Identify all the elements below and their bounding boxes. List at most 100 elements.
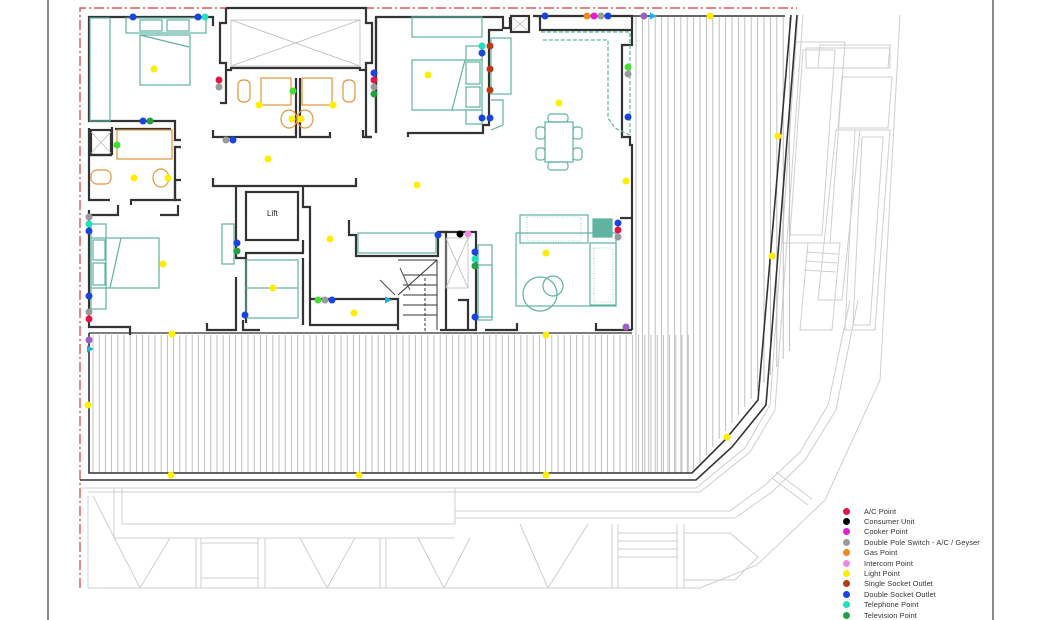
light-point-icon	[413, 181, 421, 189]
light-point-icon	[269, 284, 277, 292]
light-point-icon	[159, 260, 167, 268]
tele_tri-point-icon	[87, 345, 94, 353]
light-point-icon	[150, 65, 158, 73]
intercom-marker-icon	[843, 559, 850, 567]
double-point-icon	[604, 12, 612, 20]
television-marker-icon	[843, 611, 850, 619]
light-point-icon	[168, 330, 176, 338]
ac-point-icon	[85, 315, 93, 323]
legend-item-consumer: Consumer Unit	[843, 516, 1033, 526]
light-point-icon	[288, 115, 296, 123]
double-point-icon	[478, 114, 486, 122]
staircase	[379, 259, 438, 333]
dps-point-icon	[597, 12, 605, 20]
ac-point-icon	[614, 226, 622, 234]
legend-label: Light Point	[864, 569, 901, 579]
dps-point-icon	[624, 70, 632, 78]
single-marker-icon	[843, 580, 850, 588]
legend-label: Telephone Point	[864, 600, 919, 610]
tele_tri-point-icon	[385, 296, 392, 304]
double-point-icon	[471, 313, 479, 321]
light-point-icon	[622, 177, 630, 185]
double-point-icon	[614, 219, 622, 227]
gas-marker-icon	[843, 549, 850, 557]
telephone-point-icon	[478, 42, 486, 50]
legend-item-dps: Double Pole Switch - A/C / Geyser	[843, 537, 1033, 547]
legend-label: Cooker Point	[864, 527, 908, 537]
consumer-point-icon	[456, 230, 464, 238]
legend-label: Single Socket Outlet	[864, 579, 933, 589]
dps-point-icon	[85, 213, 93, 221]
sheet-border-right	[992, 0, 994, 620]
telephone-marker-icon	[843, 601, 850, 609]
light-point-icon	[706, 12, 714, 20]
light-point-icon	[768, 252, 776, 260]
double-point-icon	[486, 114, 494, 122]
light-point-icon	[542, 249, 550, 257]
lift-label: Lift	[267, 209, 278, 218]
light-point-icon	[555, 99, 563, 107]
legend-label: A/C Point	[864, 506, 897, 516]
light-point-icon	[542, 331, 550, 339]
walls	[87, 6, 634, 335]
legend-item-telephone: Telephone Point	[843, 600, 1033, 610]
site-boundary	[79, 7, 797, 588]
single-point-icon	[486, 42, 494, 50]
legend-label: Intercom Point	[864, 558, 914, 568]
tvgreen-point-icon	[624, 63, 632, 71]
furniture	[89, 16, 631, 321]
light-point-icon	[130, 174, 138, 182]
site-landscape	[80, 14, 901, 589]
single-point-icon	[486, 86, 494, 94]
dps-point-icon	[321, 296, 329, 304]
legend-label: Consumer Unit	[864, 517, 915, 527]
double-point-icon	[624, 113, 632, 121]
double-point-icon	[541, 12, 549, 20]
double-point-icon	[194, 13, 202, 21]
light-marker-icon	[843, 570, 850, 578]
television-point-icon	[370, 90, 378, 98]
legend-label: Double Pole Switch - A/C / Geyser	[864, 537, 980, 547]
light-point-icon	[326, 235, 334, 243]
legend-item-light: Light Point	[843, 568, 1033, 578]
double-point-icon	[370, 69, 378, 77]
dps-point-icon	[614, 233, 622, 241]
double-point-icon	[471, 248, 479, 256]
dps-point-icon	[370, 83, 378, 91]
legend-item-double: Double Socket Outlet	[843, 589, 1033, 599]
light-point-icon	[350, 309, 358, 317]
double-marker-icon	[843, 590, 850, 598]
legend-label: Gas Point	[864, 548, 898, 558]
television-point-icon	[233, 247, 241, 255]
light-point-icon	[164, 174, 172, 182]
legend-label: Double Socket Outlet	[864, 589, 936, 599]
double-point-icon	[233, 239, 241, 247]
single-point-icon	[486, 65, 494, 73]
tvgreen-point-icon	[314, 296, 322, 304]
light-point-icon	[264, 155, 272, 163]
cooker-point-icon	[590, 12, 598, 20]
double-point-icon	[478, 49, 486, 57]
terrace-decking	[92, 17, 791, 473]
light-point-icon	[424, 71, 432, 79]
legend-item-single: Single Socket Outlet	[843, 579, 1033, 589]
double-point-icon	[241, 311, 249, 319]
telephone-point-icon	[201, 13, 209, 21]
sofa-pattern	[526, 216, 614, 303]
dps-point-icon	[222, 136, 230, 144]
light-point-icon	[255, 101, 263, 109]
tvgreen-point-icon	[113, 141, 121, 149]
dps-point-icon	[85, 308, 93, 316]
double-point-icon	[229, 136, 237, 144]
intercom-point-icon	[464, 230, 472, 238]
intercom_purple-point-icon	[640, 12, 648, 20]
legend-item-ac: A/C Point	[843, 506, 1033, 516]
telephone-point-icon	[85, 220, 93, 228]
double-point-icon	[129, 13, 137, 21]
legend-item-intercom: Intercom Point	[843, 558, 1033, 568]
dps-marker-icon	[843, 538, 850, 546]
cooker-marker-icon	[843, 528, 850, 536]
shafts	[90, 17, 528, 289]
